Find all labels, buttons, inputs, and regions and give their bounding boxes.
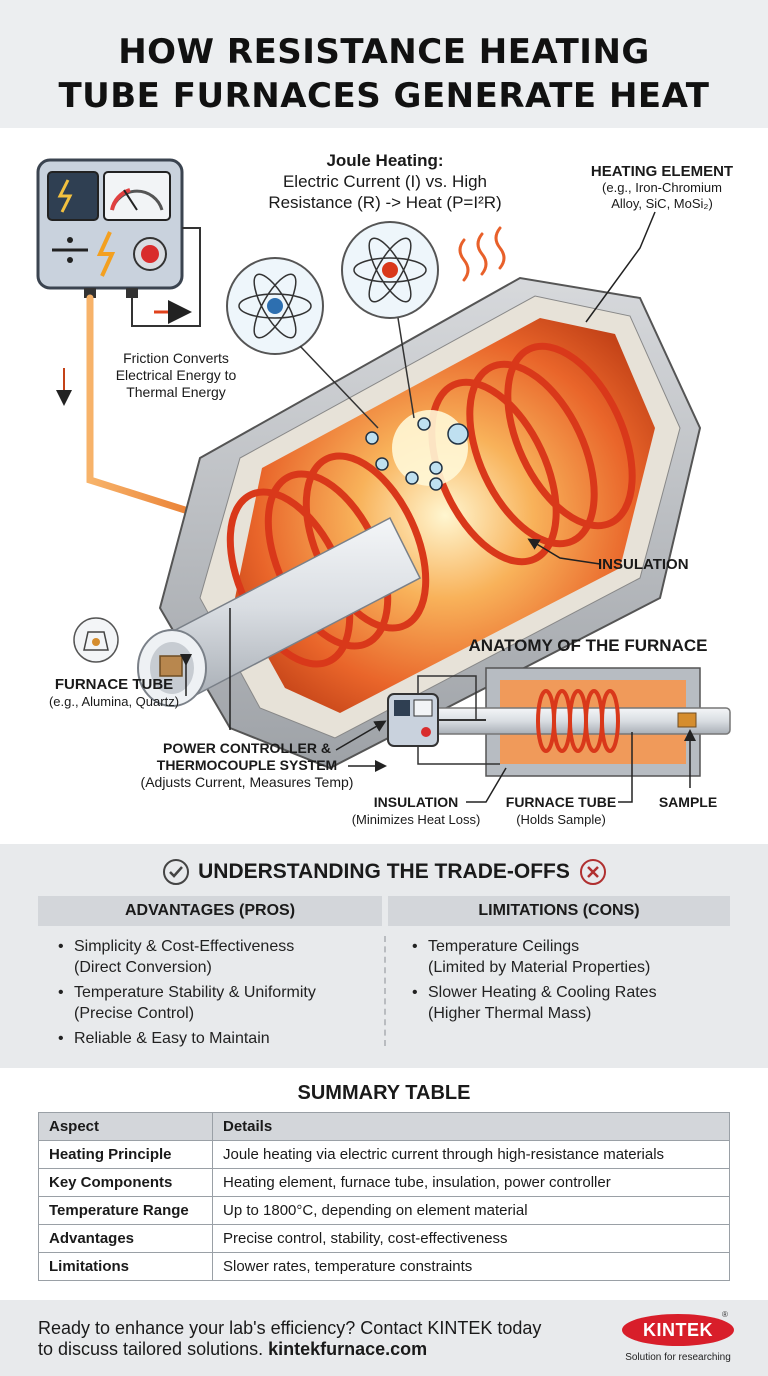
row-aspect: Limitations bbox=[38, 1252, 213, 1281]
summary-title: SUMMARY TABLE bbox=[297, 1082, 471, 1104]
joule-heating-label: Joule Heating: Electric Current (I) vs. … bbox=[240, 150, 530, 213]
friction-label: Friction Converts Electrical Energy to T… bbox=[96, 350, 256, 401]
footer-line-1: Ready to enhance your lab's efficiency? … bbox=[38, 1318, 542, 1338]
furnace-tube-title: FURNACE TUBE bbox=[54, 676, 174, 693]
adv-2-line-1: Temperature Stability & Uniformity bbox=[74, 984, 316, 1001]
header-details: Details bbox=[212, 1112, 730, 1141]
lim-2-line-2: (Higher Thermal Mass) bbox=[428, 1005, 592, 1022]
adv-2-line-2: (Precise Control) bbox=[74, 1005, 195, 1022]
adv-1-line-2: (Direct Conversion) bbox=[74, 959, 212, 976]
footer: Ready to enhance your lab's efficiency? … bbox=[0, 1300, 768, 1376]
logo-tagline: Solution for researching bbox=[625, 1352, 731, 1363]
registered-mark: ® bbox=[722, 1310, 728, 1319]
limitations-list: Temperature Ceilings (Limited by Materia… bbox=[410, 936, 730, 1028]
furnace-tube bbox=[137, 516, 422, 707]
table-row: Limitations Slower rates, temperature co… bbox=[38, 1252, 730, 1281]
limitations-header: LIMITATIONS (CONS) bbox=[388, 896, 730, 926]
summary-table: Aspect Details Heating Principle Joule h… bbox=[38, 1112, 730, 1281]
footer-website-link[interactable]: kintekfurnace.com bbox=[268, 1339, 428, 1359]
advantages-list: Simplicity & Cost-Effectiveness (Direct … bbox=[56, 936, 376, 1053]
list-item: Simplicity & Cost-Effectiveness (Direct … bbox=[56, 936, 376, 978]
friction-line-2: Electrical Energy to bbox=[115, 367, 237, 383]
friction-line-1: Friction Converts bbox=[123, 350, 229, 366]
list-item: Temperature Ceilings (Limited by Materia… bbox=[410, 936, 730, 978]
table-row: Heating Principle Joule heating via elec… bbox=[38, 1140, 730, 1169]
furnace-tube-sub: (e.g., Alumina, Quartz) bbox=[48, 694, 180, 709]
insulation-label: INSULATION bbox=[598, 556, 689, 573]
power-controller-line-2: THERMOCOUPLE SYSTEM bbox=[156, 757, 338, 773]
row-details: Up to 1800°C, depending on element mater… bbox=[212, 1196, 730, 1225]
row-details: Precise control, stability, cost-effecti… bbox=[212, 1224, 730, 1253]
anatomy-sample-label: SAMPLE bbox=[658, 794, 718, 810]
heating-element-title: HEATING ELEMENT bbox=[590, 163, 734, 180]
heat-wave-icon bbox=[458, 226, 506, 282]
anatomy-insulation-title: INSULATION bbox=[373, 794, 459, 810]
lim-2-line-1: Slower Heating & Cooling Rates bbox=[428, 984, 657, 1001]
title-line-2: TUBE FURNACES GENERATE HEAT bbox=[58, 76, 710, 116]
row-aspect: Key Components bbox=[38, 1168, 213, 1197]
row-aspect: Temperature Range bbox=[38, 1196, 213, 1225]
adv-1-line-1: Simplicity & Cost-Effectiveness bbox=[74, 938, 295, 955]
electron-burst bbox=[365, 410, 469, 491]
anatomy-tube-sub: (Holds Sample) bbox=[516, 812, 606, 827]
row-details: Joule heating via electric current throu… bbox=[212, 1140, 730, 1169]
advantages-header: ADVANTAGES (PROS) bbox=[38, 896, 382, 926]
anatomy-tube-title: FURNACE TUBE bbox=[505, 794, 617, 810]
table-row: Temperature Range Up to 1800°C, dependin… bbox=[38, 1196, 730, 1225]
adv-3-line-1: Reliable & Easy to Maintain bbox=[74, 1030, 270, 1047]
atom-icon bbox=[341, 221, 439, 419]
list-item: Reliable & Easy to Maintain bbox=[56, 1028, 376, 1049]
summary-section: SUMMARY TABLE Aspect Details Heating Pri… bbox=[0, 1068, 768, 1300]
power-controller-line-1: POWER CONTROLLER & bbox=[163, 740, 331, 756]
footer-cta: Ready to enhance your lab's efficiency? … bbox=[38, 1318, 578, 1360]
joule-line-1: Electric Current (I) vs. High bbox=[282, 172, 488, 191]
row-details: Heating element, furnace tube, insulatio… bbox=[212, 1168, 730, 1197]
anatomy-diagram bbox=[387, 667, 731, 777]
row-aspect: Advantages bbox=[38, 1224, 213, 1253]
page-title: HOW RESISTANCE HEATING TUBE FURNACES GEN… bbox=[0, 30, 768, 118]
lim-1-line-1: Temperature Ceilings bbox=[428, 938, 580, 955]
anatomy-title: ANATOMY OF THE FURNACE bbox=[468, 636, 708, 655]
joule-title: Joule Heating: bbox=[326, 151, 444, 170]
tradeoffs-section: UNDERSTANDING THE TRADE-OFFS ADVANTAGES … bbox=[0, 844, 768, 1068]
list-item: Slower Heating & Cooling Rates (Higher T… bbox=[410, 982, 730, 1024]
title-line-1: HOW RESISTANCE HEATING bbox=[118, 32, 650, 72]
header-aspect: Aspect bbox=[38, 1112, 213, 1141]
friction-line-3: Thermal Energy bbox=[126, 384, 226, 400]
furnace-illustration bbox=[36, 158, 731, 803]
footer-line-2-prefix: to discuss tailored solutions. bbox=[38, 1339, 269, 1359]
kintek-logo: KINTEK bbox=[622, 1314, 734, 1346]
furnace-tube-label: FURNACE TUBE (e.g., Alumina, Quartz) bbox=[14, 676, 214, 710]
table-row: Key Components Heating element, furnace … bbox=[38, 1168, 730, 1197]
table-row: Advantages Precise control, stability, c… bbox=[38, 1224, 730, 1253]
lim-1-line-2: (Limited by Material Properties) bbox=[428, 959, 651, 976]
anatomy-insulation-label: INSULATION (Minimizes Heat Loss) bbox=[336, 794, 496, 828]
column-divider bbox=[384, 936, 386, 1046]
furnace-diagram: Joule Heating: Electric Current (I) vs. … bbox=[0, 128, 768, 844]
heating-element-line-1: (e.g., Iron-Chromium bbox=[602, 180, 722, 195]
header-banner: HOW RESISTANCE HEATING TUBE FURNACES GEN… bbox=[0, 0, 768, 128]
heating-element-label: HEATING ELEMENT (e.g., Iron-Chromium All… bbox=[572, 164, 752, 212]
power-controller-label: POWER CONTROLLER & THERMOCOUPLE SYSTEM (… bbox=[112, 740, 382, 791]
table-header-row: Aspect Details bbox=[38, 1112, 730, 1141]
atom-icon bbox=[226, 257, 379, 429]
heating-element-line-2: Alloy, SiC, MoSi₂) bbox=[611, 196, 713, 211]
power-controller-sub: (Adjusts Current, Measures Temp) bbox=[140, 774, 354, 790]
leader-lines bbox=[180, 211, 656, 730]
hand-sample-icon bbox=[73, 617, 119, 663]
footer-line-2: to discuss tailored solutions. kintekfur… bbox=[38, 1339, 578, 1360]
tradeoffs-title: UNDERSTANDING THE TRADE-OFFS bbox=[198, 860, 570, 883]
row-aspect: Heating Principle bbox=[38, 1140, 213, 1169]
row-details: Slower rates, temperature constraints bbox=[212, 1252, 730, 1281]
check-circle-icon bbox=[163, 859, 189, 885]
list-item: Temperature Stability & Uniformity (Prec… bbox=[56, 982, 376, 1024]
x-circle-icon bbox=[580, 859, 606, 885]
anatomy-tube-label: FURNACE TUBE (Holds Sample) bbox=[496, 794, 626, 828]
joule-line-2: Resistance (R) -> Heat (P=I²R) bbox=[268, 193, 502, 212]
control-box-icon bbox=[36, 158, 184, 298]
anatomy-insulation-sub: (Minimizes Heat Loss) bbox=[351, 812, 481, 827]
